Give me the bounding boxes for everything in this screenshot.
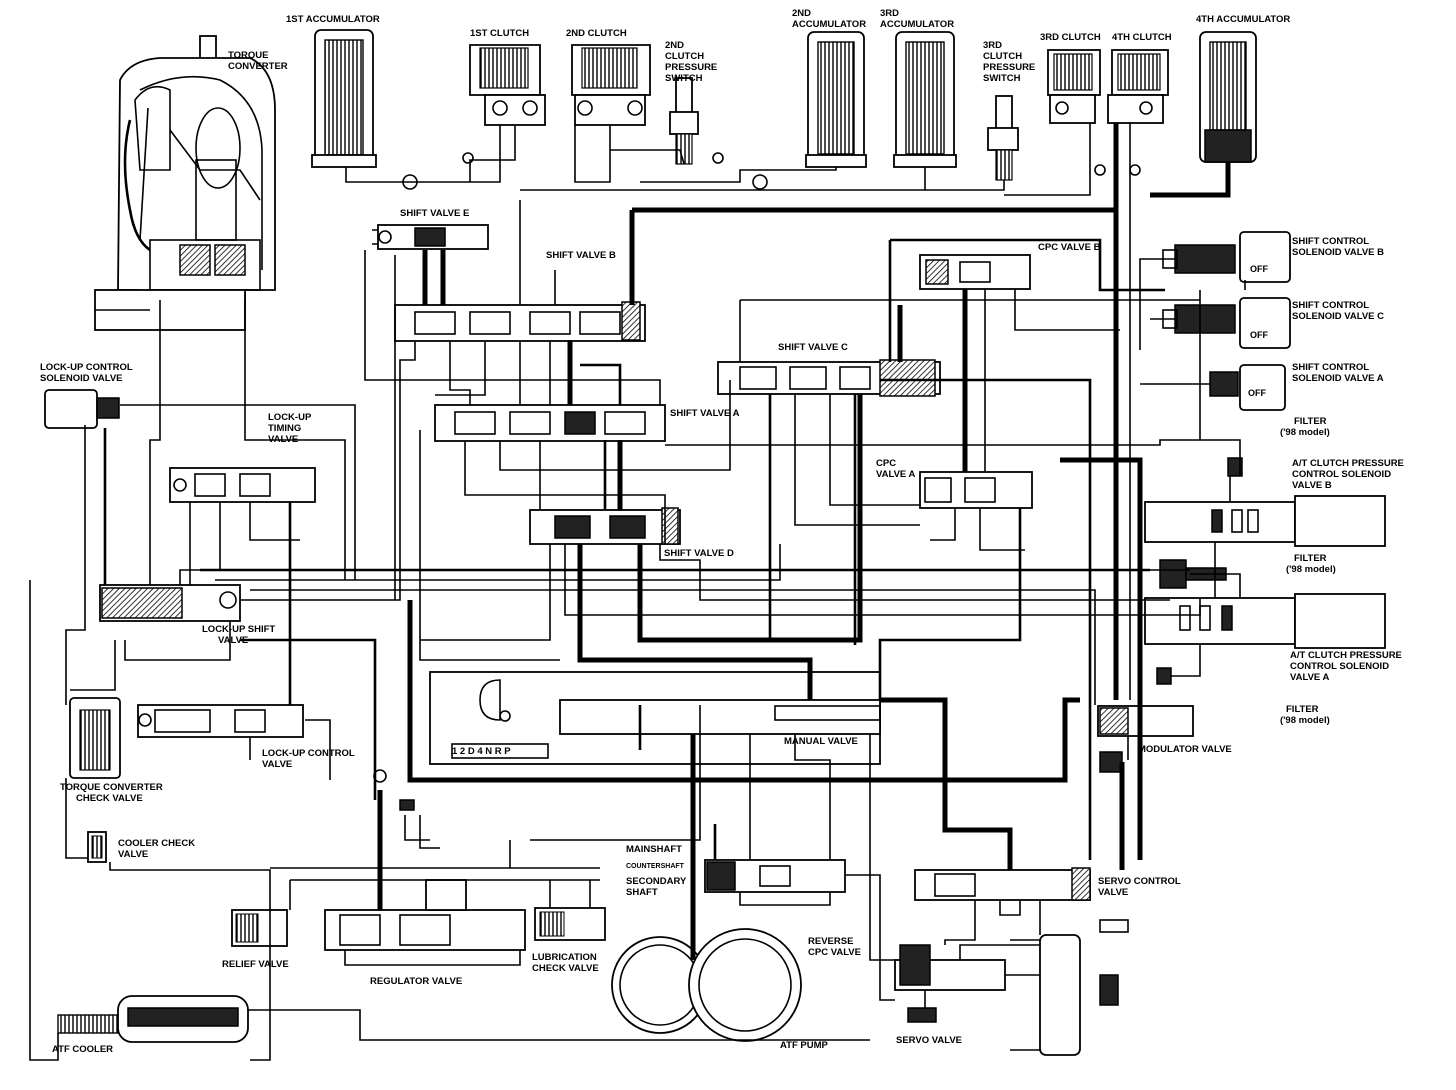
label-tc-check: TORQUE CONVERTER CHECK VALVE (60, 782, 165, 804)
label-1st-clutch: 1ST CLUTCH (470, 28, 529, 39)
lockup-timing-valve (169, 467, 316, 503)
shift-valve-a (434, 404, 666, 442)
torque-converter (94, 35, 276, 331)
label-mainshaft: MAINSHAFT (626, 844, 682, 855)
label-filter-top: FILTER ('98 model) (1280, 416, 1330, 438)
shift-control-solenoid-b (1162, 231, 1291, 283)
atf-cooler (57, 995, 249, 1043)
manual-valve (429, 671, 881, 765)
servo-valve (894, 919, 1129, 1056)
shift-valve-d (529, 507, 681, 545)
label-2nd-clutch: 2ND CLUTCH (566, 28, 627, 39)
at-clutch-solenoid-a (1144, 593, 1386, 649)
lockup-control-valve (137, 704, 304, 738)
clutch-1st (469, 44, 546, 126)
label-servo-control: SERVO CONTROL VALVE (1098, 876, 1183, 898)
label-sc-solenoid-b: SHIFT CONTROL SOLENOID VALVE B (1292, 236, 1384, 258)
label-shift-valve-b: SHIFT VALVE B (546, 250, 616, 261)
clutch-3rd (1047, 49, 1101, 124)
label-manual-valve: MANUAL VALVE (784, 736, 858, 747)
label-lubrication-check: LUBRICATION CHECK VALVE (532, 952, 599, 974)
label-shift-valve-a: SHIFT VALVE A (670, 408, 740, 419)
label-shift-valve-e: SHIFT VALVE E (400, 208, 469, 219)
clutch-2nd (571, 44, 651, 126)
modulator-valve (1097, 705, 1194, 773)
label-shift-valve-d: SHIFT VALVE D (664, 548, 734, 559)
label-lockup-timing: LOCK-UP TIMING VALVE (268, 412, 314, 445)
accumulator-2nd (805, 31, 867, 168)
label-4th-accumulator: 4TH ACCUMULATOR (1196, 14, 1290, 25)
reverse-cpc-valve (704, 859, 846, 893)
shift-control-solenoid-a (1209, 364, 1286, 411)
label-at-clutch-a: A/T CLUTCH PRESSURE CONTROL SOLENOID VAL… (1290, 650, 1405, 683)
label-3rd-clutch-switch: 3RD CLUTCH PRESSURE SWITCH (983, 40, 1038, 84)
label-gear-positions: 1 2 D 4 N R P (452, 746, 511, 757)
label-lockup-shift: LOCK-UP SHIFT VALVE (202, 624, 278, 646)
label-relief-valve: RELIEF VALVE (222, 959, 289, 970)
shift-valve-c (717, 359, 941, 397)
label-lockup-control: LOCK-UP CONTROL VALVE (262, 748, 357, 770)
label-2nd-accumulator: 2ND ACCUMULATOR (792, 8, 866, 30)
component-labels: 1ST ACCUMULATOR 1ST CLUTCH 2ND CLUTCH 2N… (40, 8, 1407, 1055)
label-modulator-valve: MODULATOR VALVE (1138, 744, 1232, 755)
label-reverse-cpc: REVERSE CPC VALVE (808, 936, 861, 958)
accumulator-1st (311, 29, 377, 168)
label-atf-pump: ATF PUMP (780, 1040, 829, 1051)
pressure-switch-3rd (987, 95, 1019, 181)
label-1st-accumulator: 1ST ACCUMULATOR (286, 14, 380, 25)
filter-mid (1159, 559, 1227, 589)
label-torque-converter: TORQUE CONVERTER (228, 50, 288, 72)
lockup-shift-valve (99, 584, 241, 622)
filter-bottom (1156, 667, 1172, 685)
shift-valve-e (372, 224, 489, 250)
fluid-lines (29, 200, 1246, 1061)
at-clutch-solenoid-b (1144, 457, 1386, 547)
clutch-4th (1107, 49, 1169, 124)
label-lockup-solenoid: LOCK-UP CONTROL SOLENOID VALVE (40, 362, 135, 384)
label-cooler-check: COOLER CHECK VALVE (118, 838, 198, 860)
label-cpc-valve-b: CPC VALVE B (1038, 242, 1101, 253)
label-filter-bot: FILTER ('98 model) (1280, 704, 1330, 726)
label-regulator-valve: REGULATOR VALVE (370, 976, 462, 987)
label-secondary-shaft: SECONDARY SHAFT (626, 876, 689, 898)
label-off-c: OFF (1250, 330, 1268, 340)
label-shift-valve-c: SHIFT VALVE C (778, 342, 848, 353)
lubrication-check-valve (534, 907, 606, 941)
pressure-switch-2nd (669, 77, 699, 165)
torque-converter-check-valve (69, 697, 121, 779)
atf-pump (611, 928, 802, 1042)
regulator-valve (324, 799, 526, 951)
cpc-valve-a (919, 471, 1033, 509)
accumulator-3rd (893, 31, 957, 168)
label-filter-mid: FILTER ('98 model) (1286, 553, 1336, 575)
label-3rd-clutch: 3RD CLUTCH (1040, 32, 1101, 43)
label-cpc-valve-a: CPC VALVE A (876, 458, 916, 480)
label-at-clutch-b: A/T CLUTCH PRESSURE CONTROL SOLENOID VAL… (1292, 458, 1407, 491)
label-off-a: OFF (1248, 388, 1266, 398)
label-2nd-clutch-switch: 2ND CLUTCH PRESSURE SWITCH (665, 40, 720, 84)
shift-control-solenoid-c (1162, 297, 1291, 349)
label-sc-solenoid-c: SHIFT CONTROL SOLENOID VALVE C (1292, 300, 1384, 322)
label-servo-valve: SERVO VALVE (896, 1035, 962, 1046)
label-atf-cooler: ATF COOLER (52, 1044, 113, 1055)
label-sc-solenoid-a: SHIFT CONTROL SOLENOID VALVE A (1292, 362, 1384, 384)
lockup-control-solenoid (44, 389, 120, 429)
servo-control-valve (914, 867, 1091, 901)
relief-valve (231, 909, 288, 947)
cooler-check-valve (87, 831, 107, 863)
cpc-valve-b (919, 254, 1031, 290)
label-3rd-accumulator: 3RD ACCUMULATOR (880, 8, 954, 30)
label-4th-clutch: 4TH CLUTCH (1112, 32, 1172, 43)
label-countershaft: COUNTERSHAFT (626, 863, 685, 870)
shift-valve-b (394, 301, 646, 342)
label-off-b: OFF (1250, 264, 1268, 274)
accumulator-4th (1199, 31, 1257, 163)
